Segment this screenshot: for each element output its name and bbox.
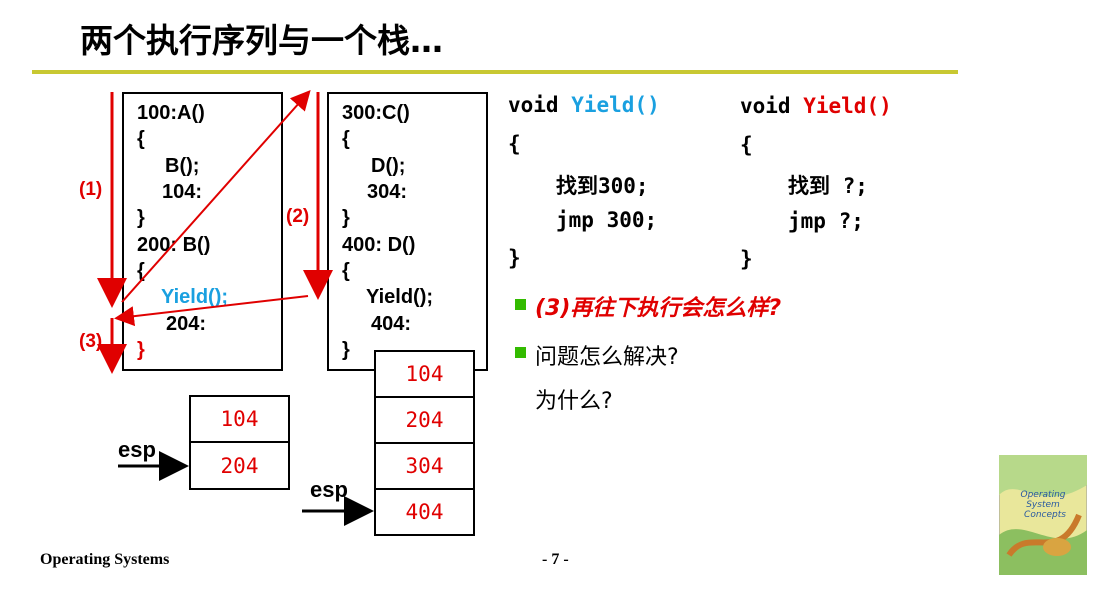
code-right-line-1: 找到 ?;	[788, 170, 868, 200]
yield-function-name: Yield()	[571, 93, 660, 117]
keyword-void: void	[740, 94, 791, 118]
bullet-square-icon	[515, 347, 526, 358]
code-left-open-brace: {	[508, 132, 521, 156]
footer-course-name: Operating Systems	[40, 551, 169, 569]
cover-text: Operating	[1021, 490, 1066, 500]
code-left-signature: void Yield()	[508, 93, 660, 117]
arrow-yield-to-sequence-2	[122, 93, 308, 302]
code-right-signature: void Yield()	[740, 94, 892, 118]
bullet-question-3: (3)再往下执行会怎么样?	[535, 290, 781, 322]
bullet-how-to-solve: 问题怎么解决?	[535, 339, 679, 371]
code-left-close-brace: }	[508, 246, 521, 270]
cover-text: Concepts	[1024, 510, 1066, 520]
yield-function-name: Yield()	[803, 94, 892, 118]
code-right-line-2: jmp ?;	[788, 209, 864, 233]
keyword-void: void	[508, 93, 559, 117]
code-left-line-1: 找到300;	[556, 170, 649, 200]
code-right-open-brace: {	[740, 133, 753, 157]
cover-text: System	[1026, 500, 1060, 510]
footer-page-number: - 7 -	[542, 551, 569, 569]
code-right-close-brace: }	[740, 247, 753, 271]
book-cover-image: Operating System Concepts	[999, 455, 1087, 575]
code-left-line-2: jmp 300;	[556, 208, 657, 232]
arrow-return-to-sequence-1	[118, 296, 308, 318]
bullet-square-icon	[515, 299, 526, 310]
bullet-why: 为什么?	[535, 383, 613, 415]
